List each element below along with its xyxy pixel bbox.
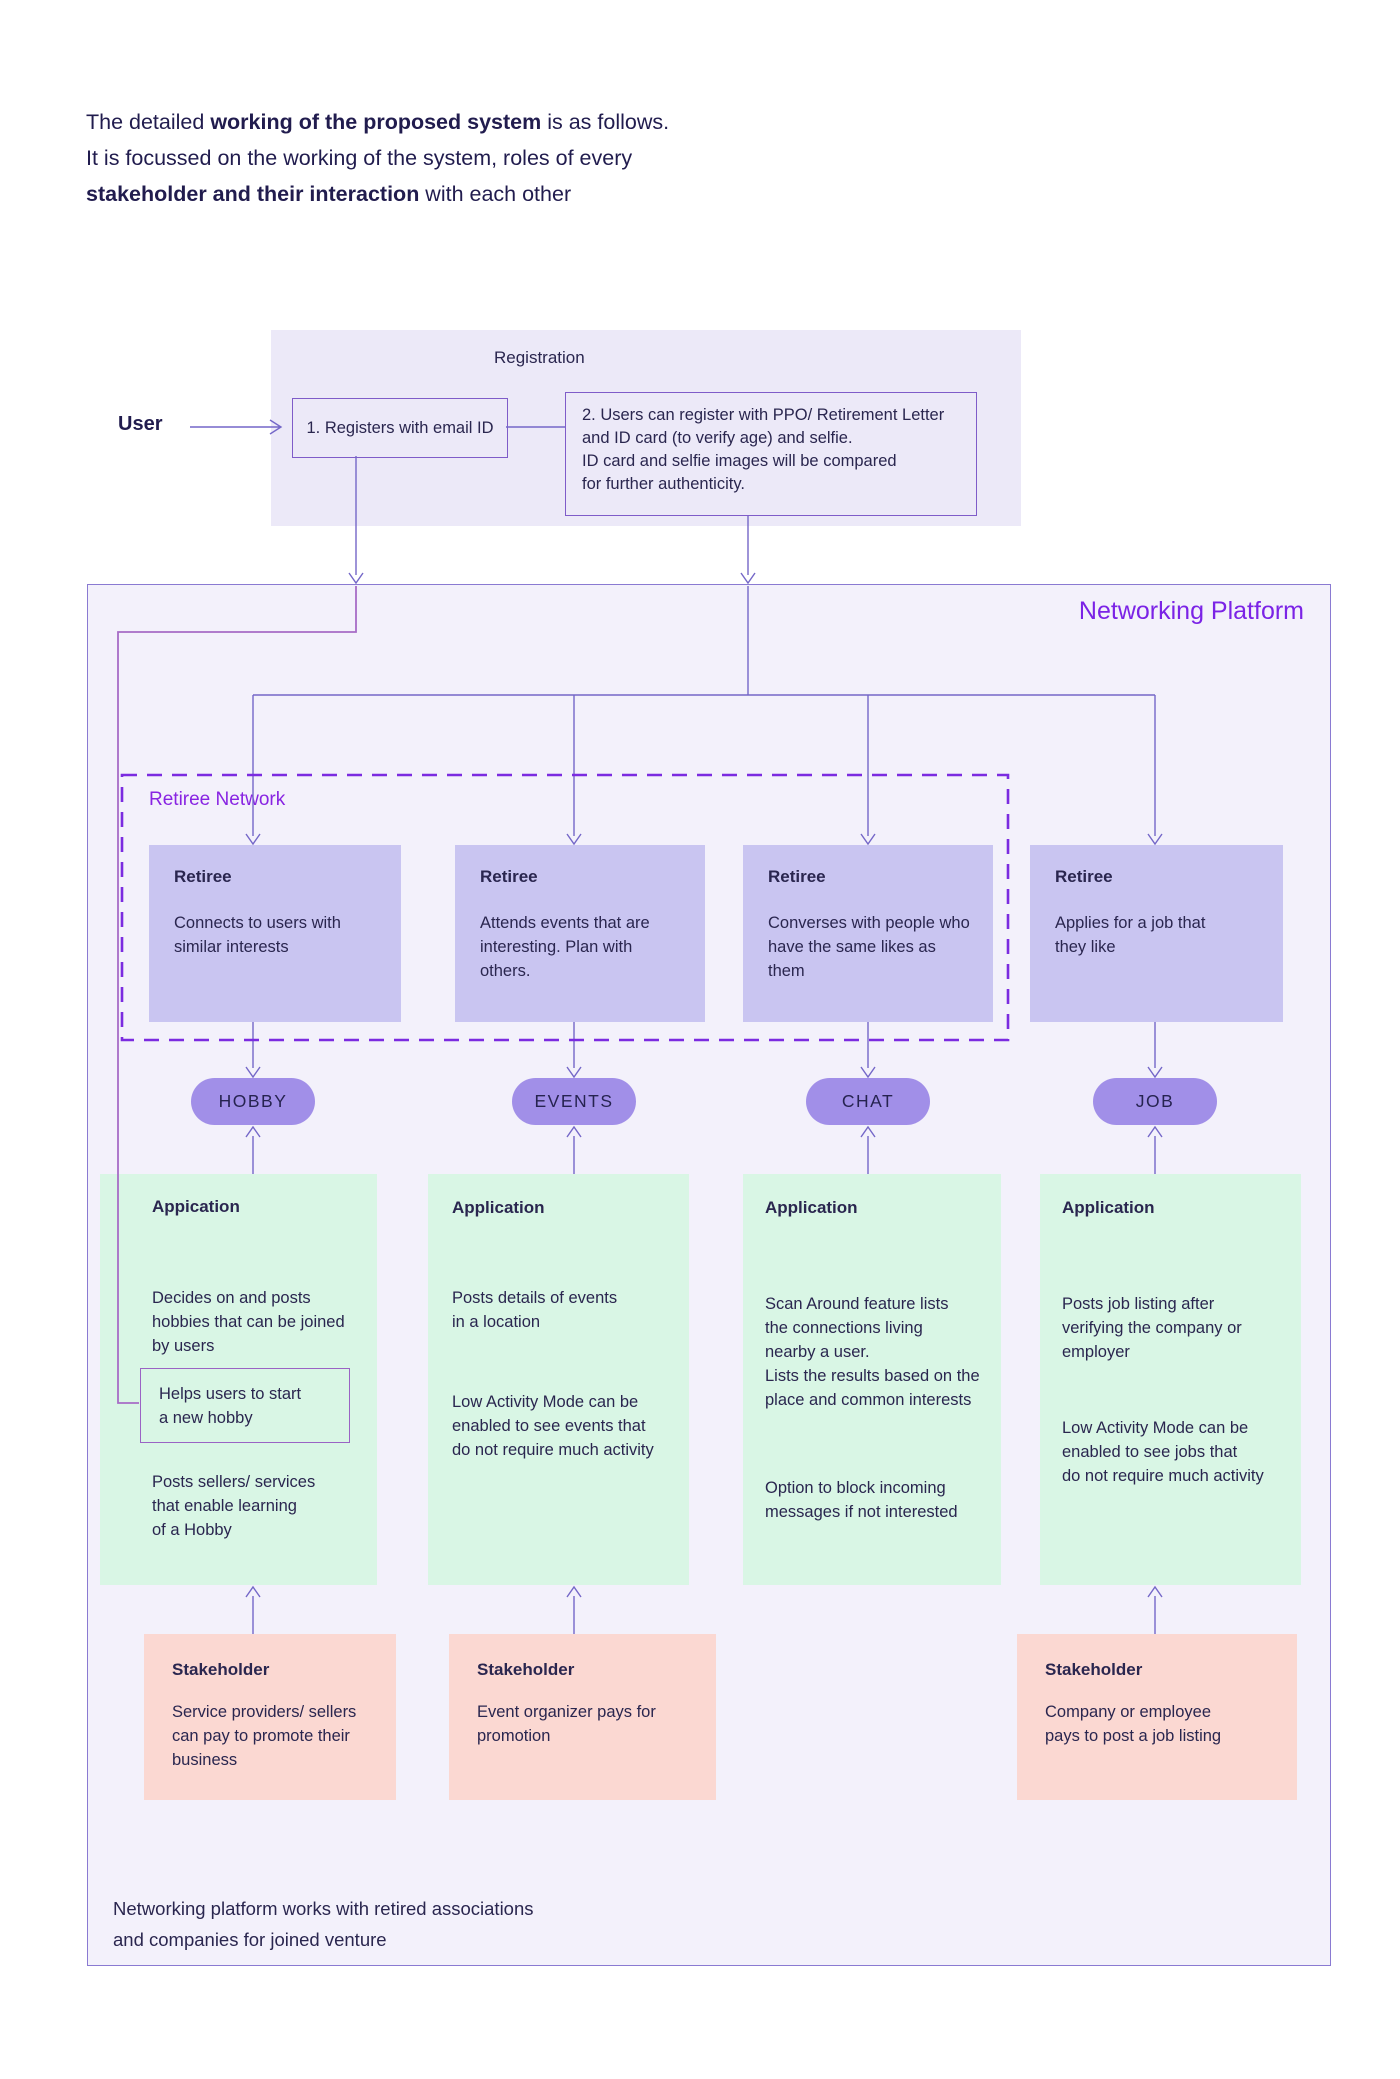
intro-text: with each other xyxy=(419,182,572,206)
stakeholder-card-body: Service providers/ sellers can pay to pr… xyxy=(172,1703,357,1769)
intro-text-bold: working of the proposed system xyxy=(210,110,542,134)
application-card-text: Decides on and posts hobbies that can be… xyxy=(152,1289,345,1355)
intro-text: is as follows. xyxy=(541,110,670,134)
stakeholder-card-hobby: Stakeholder Service providers/ sellers c… xyxy=(144,1634,396,1800)
application-card-chat: Application Scan Around feature lists th… xyxy=(743,1174,1001,1585)
application-card-boxed-note: Helps users to start a new hobby xyxy=(140,1368,350,1443)
pill-events: EVENTS xyxy=(512,1078,636,1125)
stakeholder-card-title: Stakeholder xyxy=(477,1660,575,1679)
application-card-title: Appication xyxy=(152,1197,240,1216)
retiree-card-job: Retiree Applies for a job that they like xyxy=(1030,845,1283,1022)
retiree-card-body: Converses with people who have the same … xyxy=(768,914,970,980)
pill-job: JOB xyxy=(1093,1078,1217,1125)
retiree-card-title: Retiree xyxy=(480,867,538,886)
intro-text-bold: stakeholder and their interaction xyxy=(86,182,420,206)
application-card-text: Posts details of events in a location xyxy=(452,1289,618,1331)
retiree-card-title: Retiree xyxy=(1055,867,1113,886)
registration-title: Registration xyxy=(494,348,585,367)
retiree-network-label: Retiree Network xyxy=(149,789,286,810)
retiree-card-events: Retiree Attends events that are interest… xyxy=(455,845,705,1022)
application-card-job: Application Posts job listing after veri… xyxy=(1040,1174,1301,1585)
application-card-events: Application Posts details of events in a… xyxy=(428,1174,689,1585)
stakeholder-card-title: Stakeholder xyxy=(1045,1660,1143,1679)
retiree-card-title: Retiree xyxy=(768,867,826,886)
application-card-title: Application xyxy=(765,1198,858,1217)
retiree-card-chat: Retiree Converses with people who have t… xyxy=(743,845,993,1022)
registration-step2-box: 2. Users can register with PPO/ Retireme… xyxy=(565,392,977,516)
application-card-text: Low Activity Mode can be enabled to see … xyxy=(452,1393,654,1459)
application-card-text: Posts job listing after verifying the co… xyxy=(1062,1295,1242,1361)
retiree-card-title: Retiree xyxy=(174,867,232,886)
application-card-text: Posts sellers/ services that enable lear… xyxy=(152,1473,316,1539)
stakeholder-card-title: Stakeholder xyxy=(172,1660,270,1679)
stakeholder-card-job: Stakeholder Company or employee pays to … xyxy=(1017,1634,1297,1800)
registration-panel: Registration 1. Registers with email ID … xyxy=(271,330,1021,526)
retiree-card-hobby: Retiree Connects to users with similar i… xyxy=(149,845,401,1022)
registration-step1-box: 1. Registers with email ID xyxy=(292,398,508,458)
registration-step1-text: 1. Registers with email ID xyxy=(306,418,494,437)
user-actor-label: User xyxy=(118,413,163,435)
application-card-title: Application xyxy=(452,1198,545,1217)
networking-platform-title: Networking Platform xyxy=(1078,597,1304,625)
application-card-text: Scan Around feature lists the connection… xyxy=(765,1295,980,1409)
application-card-hobby: Appication Decides on and posts hobbies … xyxy=(100,1174,377,1585)
connector-user-to-registration xyxy=(190,419,283,435)
intro-text: It is focussed on the working of the sys… xyxy=(86,146,633,170)
stakeholder-card-body: Company or employee pays to post a job l… xyxy=(1045,1703,1222,1745)
intro-paragraph: The detailed working of the proposed sys… xyxy=(86,104,806,212)
retiree-card-body: Attends events that are interesting. Pla… xyxy=(480,914,650,980)
pill-chat: CHAT xyxy=(806,1078,930,1125)
application-card-text: Low Activity Mode can be enabled to see … xyxy=(1062,1419,1264,1485)
application-card-title: Application xyxy=(1062,1198,1155,1217)
intro-text: The detailed xyxy=(86,110,211,134)
retiree-card-body: Connects to users with similar interests xyxy=(174,914,341,956)
application-card-text: Option to block incoming messages if not… xyxy=(765,1479,958,1521)
stakeholder-card-body: Event organizer pays for promotion xyxy=(477,1703,656,1745)
pill-hobby: HOBBY xyxy=(191,1078,315,1125)
stakeholder-card-events: Stakeholder Event organizer pays for pro… xyxy=(449,1634,716,1800)
platform-footer-note: Networking platform works with retired a… xyxy=(113,1898,534,1950)
retiree-card-body: Applies for a job that they like xyxy=(1055,914,1206,956)
